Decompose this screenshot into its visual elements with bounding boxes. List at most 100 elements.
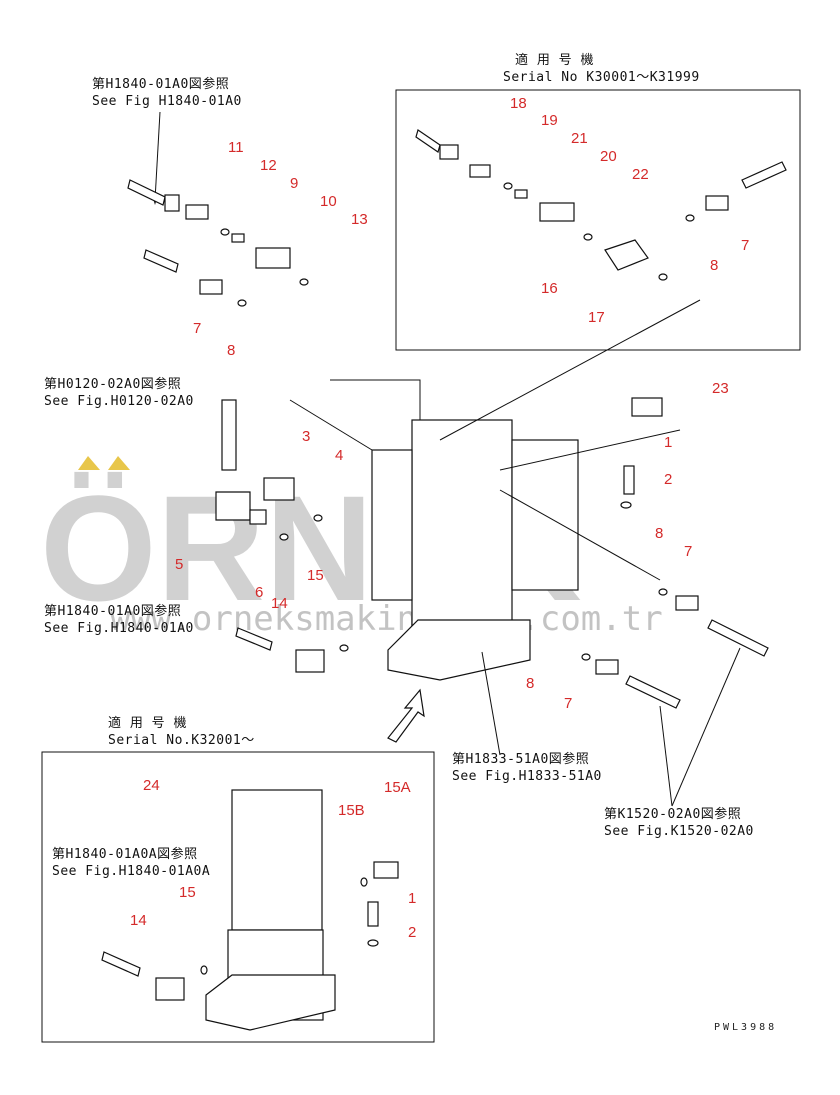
ref-right-en: See Fig.K1520-02A0 bbox=[604, 824, 754, 839]
ref-right-leader-1 bbox=[659, 705, 673, 807]
o-ring-icon bbox=[200, 965, 208, 975]
part-number-5[interactable]: 5 bbox=[175, 556, 183, 573]
o-ring-icon bbox=[360, 877, 368, 887]
part-number-8-left[interactable]: 8 bbox=[227, 342, 235, 359]
bottom-box-parts bbox=[101, 789, 399, 1031]
hose-icon bbox=[707, 619, 769, 657]
part-number-18[interactable]: 18 bbox=[510, 95, 527, 112]
adapter-icon bbox=[199, 279, 223, 295]
watermark-url: www.orneksmakinalari.com.tr bbox=[110, 599, 663, 639]
plug-icon bbox=[231, 233, 245, 243]
connector-icon bbox=[255, 247, 291, 269]
part-number-14[interactable]: 14 bbox=[271, 595, 288, 612]
valve-base bbox=[387, 619, 531, 681]
elbow-icon bbox=[263, 477, 295, 501]
serial-top-box bbox=[395, 89, 801, 351]
hose-icon bbox=[625, 675, 681, 709]
ref-bottom-en: See Fig.H1840-01A0A bbox=[52, 864, 210, 879]
o-ring-icon bbox=[503, 182, 513, 190]
elbow-icon bbox=[155, 977, 185, 1001]
mid-parts bbox=[215, 397, 663, 673]
hose-icon bbox=[143, 249, 179, 273]
part-number-23[interactable]: 23 bbox=[712, 380, 729, 397]
part-number-10[interactable]: 10 bbox=[320, 193, 337, 210]
part-number-8-right[interactable]: 8 bbox=[655, 525, 663, 542]
part-number-13[interactable]: 13 bbox=[351, 211, 368, 228]
o-ring-icon bbox=[658, 273, 668, 281]
part-number-17[interactable]: 17 bbox=[588, 309, 605, 326]
hose-icon bbox=[101, 951, 141, 977]
part-number-3[interactable]: 3 bbox=[302, 428, 310, 445]
part-number-15-bottom[interactable]: 15 bbox=[179, 884, 196, 901]
connector-icon bbox=[539, 202, 575, 222]
valve-icon bbox=[215, 491, 251, 521]
o-ring-icon bbox=[583, 233, 593, 241]
part-number-2-bottom[interactable]: 2 bbox=[408, 924, 416, 941]
ref-right-leader-2 bbox=[671, 647, 741, 807]
part-number-8-low[interactable]: 8 bbox=[526, 675, 534, 692]
hose-icon bbox=[741, 161, 787, 189]
ref-low-left-jp: 第H1840-01A0図参照 bbox=[44, 603, 181, 619]
ref-top-left-jp: 第H1840-01A0図参照 bbox=[92, 76, 229, 92]
washer-icon bbox=[620, 501, 632, 509]
part-number-7-low[interactable]: 7 bbox=[564, 695, 572, 712]
plug-icon bbox=[514, 189, 528, 199]
part-number-1-bottom[interactable]: 1 bbox=[408, 890, 416, 907]
part-number-2[interactable]: 2 bbox=[664, 471, 672, 488]
right-parts bbox=[581, 588, 769, 709]
hose-icon bbox=[415, 129, 441, 153]
serial-top-en: Serial No K30001～K31999 bbox=[503, 70, 700, 85]
part-number-15[interactable]: 15 bbox=[307, 567, 324, 584]
part-number-7-right[interactable]: 7 bbox=[684, 543, 692, 560]
adapter-icon bbox=[675, 595, 699, 611]
ref-mid-left-jp: 第H0120-02A0図参照 bbox=[44, 376, 181, 392]
fitting-icon bbox=[439, 144, 459, 160]
part-number-15a[interactable]: 15A bbox=[384, 779, 411, 796]
valve-body bbox=[231, 789, 323, 931]
adapter-icon bbox=[595, 659, 619, 675]
ref-center-jp: 第H1833-51A0図参照 bbox=[452, 751, 589, 767]
fitting-icon bbox=[249, 509, 267, 525]
part-number-19[interactable]: 19 bbox=[541, 112, 558, 129]
part-number-15b[interactable]: 15B bbox=[338, 802, 365, 819]
elbow-icon bbox=[295, 649, 325, 673]
part-number-14-bottom[interactable]: 14 bbox=[130, 912, 147, 929]
top-box-parts bbox=[415, 129, 787, 281]
adapter-icon bbox=[705, 195, 729, 211]
part-number-21[interactable]: 21 bbox=[571, 130, 588, 147]
serial-bottom-jp: 適 用 号 機 bbox=[108, 715, 187, 731]
part-number-4[interactable]: 4 bbox=[335, 447, 343, 464]
ref-bottom-jp: 第H1840-01A0A図参照 bbox=[52, 846, 198, 862]
part-number-16[interactable]: 16 bbox=[541, 280, 558, 297]
valve-section bbox=[371, 449, 413, 601]
sensor-icon bbox=[631, 397, 663, 417]
fitting-icon bbox=[164, 194, 180, 212]
part-number-9[interactable]: 9 bbox=[290, 175, 298, 192]
part-number-6[interactable]: 6 bbox=[255, 584, 263, 601]
part-number-7-top[interactable]: 7 bbox=[741, 237, 749, 254]
valve-base bbox=[205, 974, 336, 1031]
part-number-12[interactable]: 12 bbox=[260, 157, 277, 174]
ref-center-en: See Fig.H1833-51A0 bbox=[452, 769, 602, 784]
watermark-accent-right bbox=[108, 456, 130, 470]
part-number-20[interactable]: 20 bbox=[600, 148, 617, 165]
o-ring-icon bbox=[685, 214, 695, 222]
o-ring-icon bbox=[658, 588, 668, 596]
serial-bottom-en: Serial No.K32001～ bbox=[108, 733, 255, 748]
part-number-22[interactable]: 22 bbox=[632, 166, 649, 183]
ref-top-left-en: See Fig H1840-01A0 bbox=[92, 94, 242, 109]
part-number-24[interactable]: 24 bbox=[143, 777, 160, 794]
part-number-11[interactable]: 11 bbox=[228, 139, 244, 156]
washer-icon bbox=[367, 939, 379, 947]
bolt-icon bbox=[367, 901, 379, 927]
upper-left-parts bbox=[127, 179, 309, 307]
valve-body bbox=[411, 419, 513, 651]
part-number-1[interactable]: 1 bbox=[664, 434, 672, 451]
bolt-icon bbox=[623, 465, 635, 495]
hose-icon bbox=[127, 179, 166, 206]
elbow-icon bbox=[604, 239, 649, 271]
o-ring-icon bbox=[279, 533, 289, 541]
part-number-7-left[interactable]: 7 bbox=[193, 320, 201, 337]
part-number-8-top[interactable]: 8 bbox=[710, 257, 718, 274]
